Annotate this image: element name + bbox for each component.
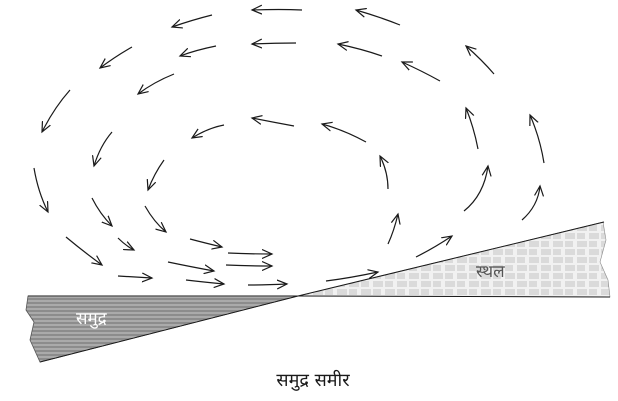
land-label: स्थल xyxy=(476,262,505,282)
flow-arrow xyxy=(91,197,112,226)
flow-arrow xyxy=(192,124,225,138)
flow-arrow xyxy=(247,284,287,285)
flow-arrow xyxy=(138,73,175,94)
flow-arrow xyxy=(387,214,398,245)
diagram-caption: समुद्र समीर xyxy=(276,369,350,391)
flow-arrow xyxy=(180,45,217,56)
flow-arrow xyxy=(356,10,401,26)
flow-arrow xyxy=(252,43,297,44)
flow-arrow xyxy=(100,46,133,68)
flow-arrow xyxy=(322,124,367,143)
land-base-line xyxy=(297,295,611,298)
flow-arrow xyxy=(466,46,495,75)
wind-circulation-arrows xyxy=(33,10,545,286)
flow-arrow xyxy=(185,280,224,284)
flow-arrow xyxy=(225,265,272,266)
flow-arrow xyxy=(463,166,488,212)
flow-arrow xyxy=(42,89,71,132)
flow-arrow xyxy=(521,186,540,221)
flow-arrow xyxy=(325,272,378,282)
flow-arrow xyxy=(530,115,545,164)
flow-arrow xyxy=(94,131,113,166)
flow-arrow xyxy=(252,10,303,11)
flow-arrow xyxy=(167,261,214,271)
flow-arrow xyxy=(466,108,479,150)
flow-arrow xyxy=(380,156,388,190)
flow-arrow xyxy=(172,14,213,27)
flow-arrow xyxy=(65,236,102,265)
flow-arrow xyxy=(415,236,452,258)
sea-label: समुद्र xyxy=(76,309,108,329)
flow-arrow xyxy=(252,118,295,127)
sea-wedge xyxy=(25,295,299,363)
flow-arrow xyxy=(117,276,152,278)
flow-arrow xyxy=(148,159,165,190)
land-slope-line xyxy=(297,221,605,297)
flow-arrow xyxy=(402,62,441,82)
flow-arrow xyxy=(189,238,222,247)
flow-arrow xyxy=(227,253,272,254)
sea-slope-line xyxy=(39,295,299,363)
flow-arrow xyxy=(338,44,383,57)
flow-arrow xyxy=(117,237,134,250)
land-wedge xyxy=(297,221,611,298)
flow-arrow xyxy=(33,167,48,212)
flow-arrow xyxy=(144,205,166,232)
